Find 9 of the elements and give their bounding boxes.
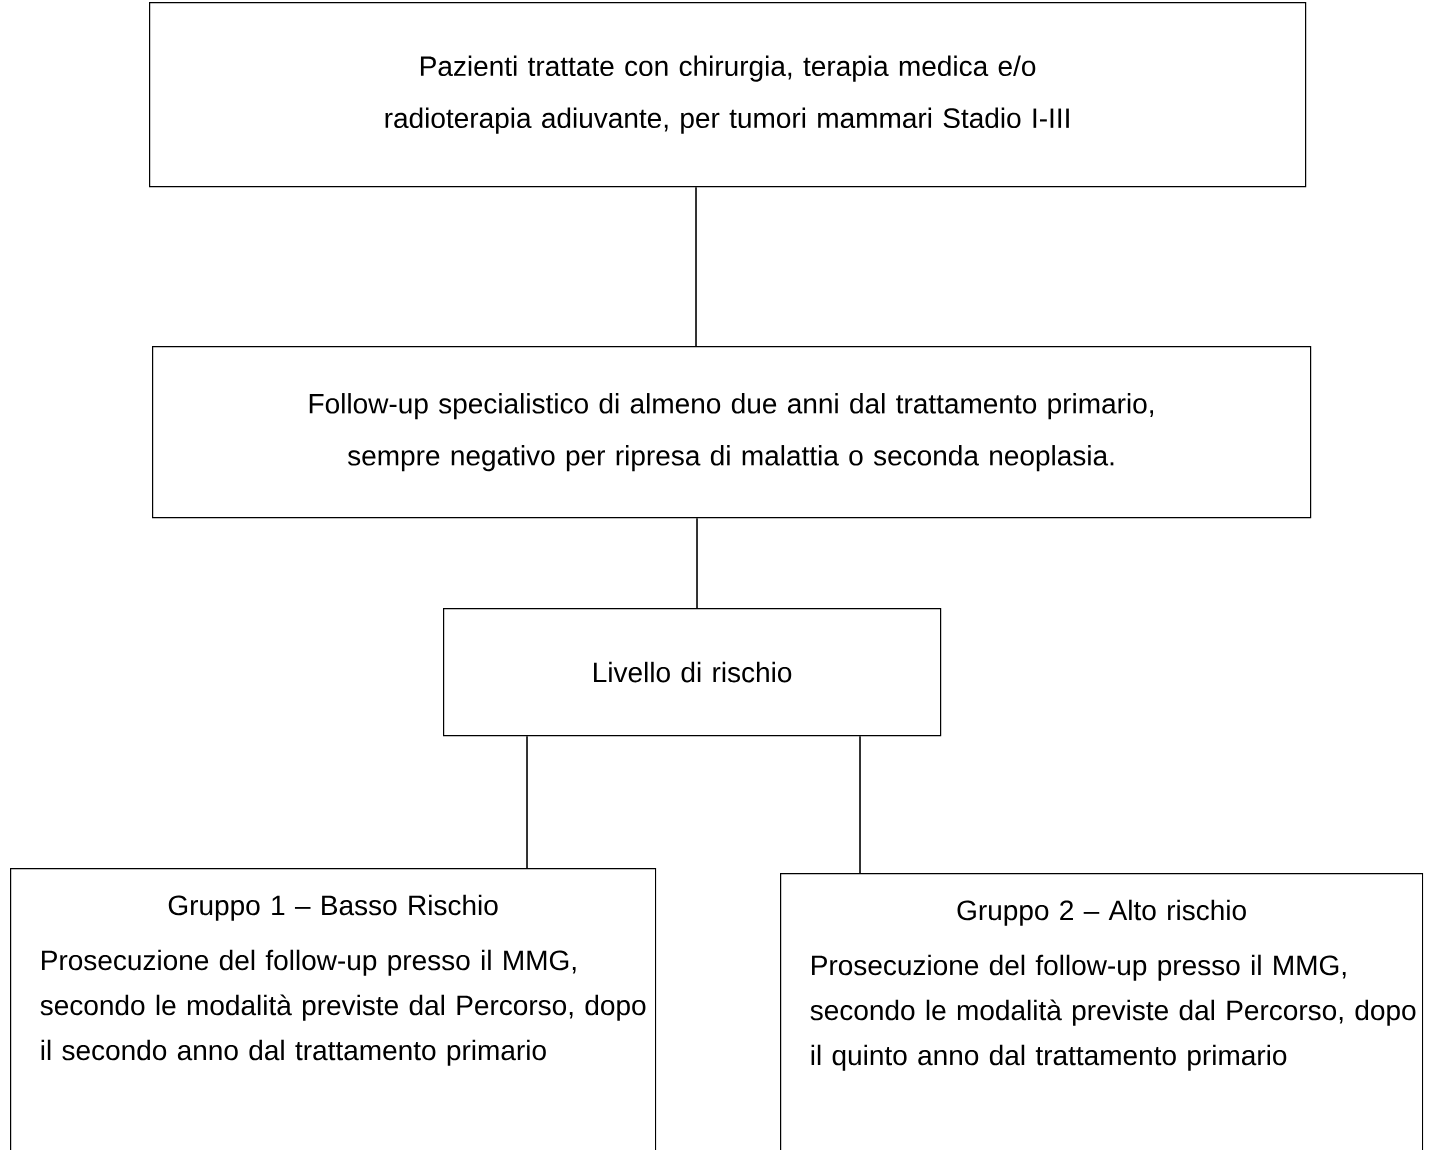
connector-line (526, 735, 528, 869)
process-box: Livello di rischio (443, 608, 942, 737)
process-box: Gruppo 2 – Alto rischio Prosecuzione del follow-up presso il MMG, secondo le modalità previste dal Percorso, dopo il quinto anno dal trattamento primario (780, 873, 1424, 1150)
connector-line (695, 186, 697, 347)
connector-line (859, 735, 861, 874)
connector-line (696, 517, 698, 609)
process-box: Follow-up specialistico di almeno due anni dal trattamento primario, sempre negativo per ripresa di malattia o seconda neoplasia. (152, 346, 1312, 519)
process-box: Gruppo 1 – Basso Rischio Prosecuzione del follow-up presso il MMG, secondo le modalità previste dal Percorso, dopo il secondo anno dal trattamento primario (10, 868, 657, 1150)
process-box: Pazienti trattate con chirurgia, terapia medica e/o radioterapia adiuvante, per tumori mammari Stadio I-III (149, 2, 1307, 188)
